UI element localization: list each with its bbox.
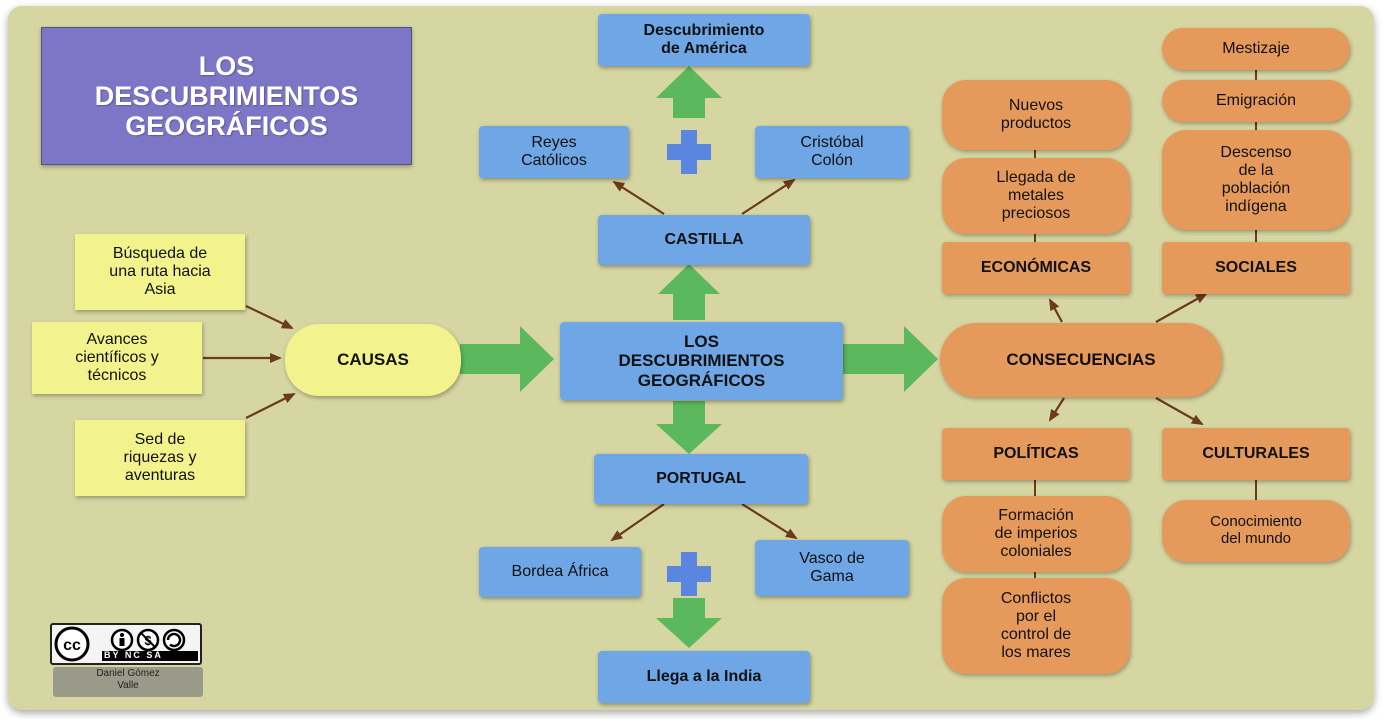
portugal-node: PORTUGAL xyxy=(594,454,808,504)
cc-symbols-icon: cc $ xyxy=(54,626,186,662)
economicas-item-metales: Llegada de metales preciosos xyxy=(942,158,1130,234)
concept-map: LOS DESCUBRIMIENTOS GEOGRÁFICOS Búsqueda… xyxy=(8,6,1374,710)
sociales-node: SOCIALES xyxy=(1162,242,1350,294)
economicas-item-nuevos-productos: Nuevos productos xyxy=(942,80,1130,150)
economicas-node: ECONÓMICAS xyxy=(942,242,1130,294)
connector-portugal-gama xyxy=(741,503,798,540)
license-strip xyxy=(102,651,198,661)
connector-busqueda-causas xyxy=(245,305,294,329)
connector-consecuencias-politicas xyxy=(1048,397,1065,422)
connector-portugal-africa xyxy=(610,503,665,542)
reyes-catolicos-node: Reyes Católicos xyxy=(479,126,629,178)
culturales-item-conocimiento: Conocimiento del mundo xyxy=(1162,500,1350,562)
arrow-causas-to-center xyxy=(460,326,554,392)
descubrimiento-america-node: Descubrimiento de América xyxy=(598,14,810,66)
consecuencias-node: CONSECUENCIAS xyxy=(940,323,1222,397)
license-tags: BY NC SA xyxy=(104,650,163,660)
arrow-center-to-portugal xyxy=(656,401,722,454)
cause-busqueda-ruta: Búsqueda de una ruta hacia Asia xyxy=(75,234,245,310)
politicas-node: POLÍTICAS xyxy=(942,428,1130,480)
author-label: Daniel Gómez Valle xyxy=(53,667,203,697)
plus-icon-portugal xyxy=(667,552,711,596)
plus-icon-castilla xyxy=(667,130,711,174)
llega-india-node: Llega a la India xyxy=(598,651,810,703)
cause-sed-riquezas: Sed de riquezas y aventuras xyxy=(75,420,245,496)
causas-node: CAUSAS xyxy=(285,324,461,396)
connector-consecuencias-culturales xyxy=(1155,397,1204,425)
arrow-center-to-consecuencias xyxy=(843,326,938,392)
connector-consecuencias-economicas xyxy=(1049,298,1063,323)
sociales-item-descenso: Descenso de la población indígena xyxy=(1162,130,1350,230)
arrow-center-to-castilla xyxy=(658,264,720,320)
castilla-node: CASTILLA xyxy=(598,215,810,265)
vasco-gama-node: Vasco de Gama xyxy=(755,540,909,596)
page-title-text: LOS DESCUBRIMIENTOS GEOGRÁFICOS xyxy=(94,50,359,142)
connector-consecuencias-sociales xyxy=(1155,293,1208,323)
connector-castilla-reyes xyxy=(612,180,665,215)
cause-avances-cientificos: Avances científicos y técnicos xyxy=(32,322,202,394)
page-title: LOS DESCUBRIMIENTOS GEOGRÁFICOS xyxy=(41,27,412,165)
sociales-item-emigracion: Emigración xyxy=(1162,80,1350,122)
connector-sed-causas xyxy=(245,393,296,419)
svg-text:cc: cc xyxy=(63,637,81,654)
arrow-castilla-to-descubrimiento xyxy=(656,66,722,118)
bordea-africa-node: Bordea África xyxy=(479,547,641,597)
politicas-item-conflictos: Conflictos por el control de los mares xyxy=(942,578,1130,674)
arrow-portugal-to-india xyxy=(656,598,722,648)
culturales-node: CULTURALES xyxy=(1162,428,1350,480)
center-node: LOS DESCUBRIMIENTOS GEOGRÁFICOS xyxy=(560,322,843,400)
connector-castilla-colon xyxy=(741,178,796,215)
sociales-item-mestizaje: Mestizaje xyxy=(1162,28,1350,70)
cristobal-colon-node: Cristóbal Colón xyxy=(755,126,909,178)
politicas-item-imperios: Formación de imperios coloniales xyxy=(942,496,1130,572)
license-badge: cc $ BY NC SA Daniel Gómez Valle xyxy=(50,623,206,701)
